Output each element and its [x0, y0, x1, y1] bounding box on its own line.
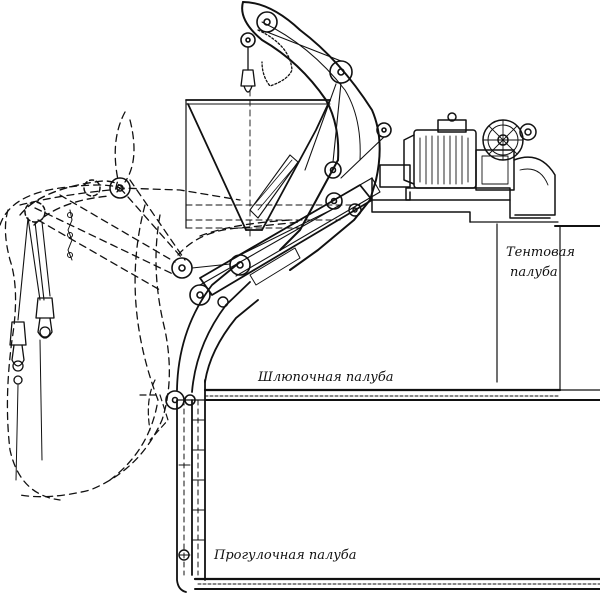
winch-motor	[403, 112, 477, 189]
sheave-track-small	[217, 296, 229, 308]
sheave-beam-small	[348, 203, 362, 217]
sheave-track-bottom	[165, 390, 196, 410]
sheave-swung-mid	[109, 177, 131, 199]
fall-rope-long	[15, 339, 43, 481]
label-tent-deck-line2: палуба	[510, 265, 558, 280]
hoist-hook-top	[240, 29, 293, 93]
guide-track	[176, 261, 259, 593]
sheave-right	[376, 122, 392, 138]
winch-gear-wheel	[482, 119, 537, 161]
guide-track-dashed	[183, 399, 199, 576]
promenade-deck	[193, 577, 600, 590]
fall-chain	[67, 209, 73, 261]
boat-deck	[203, 388, 600, 401]
label-tent-deck-line1: Тентовая	[506, 245, 575, 260]
davit-hopper	[185, 99, 331, 231]
hoist-ropes	[191, 31, 385, 286]
sheave-top-left	[240, 32, 256, 48]
sheave-track-base	[178, 549, 190, 561]
winch-drum	[475, 149, 556, 216]
platform-dashed	[185, 204, 361, 229]
hook-block-right	[35, 297, 55, 339]
lifeboat-outline	[4, 204, 170, 501]
lowered-boat-dashed	[139, 379, 169, 441]
tent-deck	[469, 221, 600, 227]
sheave-left	[171, 257, 193, 279]
davit-swing-path	[0, 111, 301, 291]
davit-beam	[199, 177, 381, 296]
tent-deck-bulkhead	[496, 223, 561, 391]
label-boat-deck: Шлюпочная палуба	[257, 370, 394, 385]
sheave-arm	[329, 60, 353, 84]
winch-base	[371, 164, 551, 223]
hook-block-left	[9, 321, 27, 385]
sheave-swung-right	[83, 179, 101, 197]
sheave-top	[256, 11, 278, 33]
label-promenade-deck: Прогулочная палуба	[213, 548, 356, 563]
fall-rope-left	[17, 217, 51, 321]
